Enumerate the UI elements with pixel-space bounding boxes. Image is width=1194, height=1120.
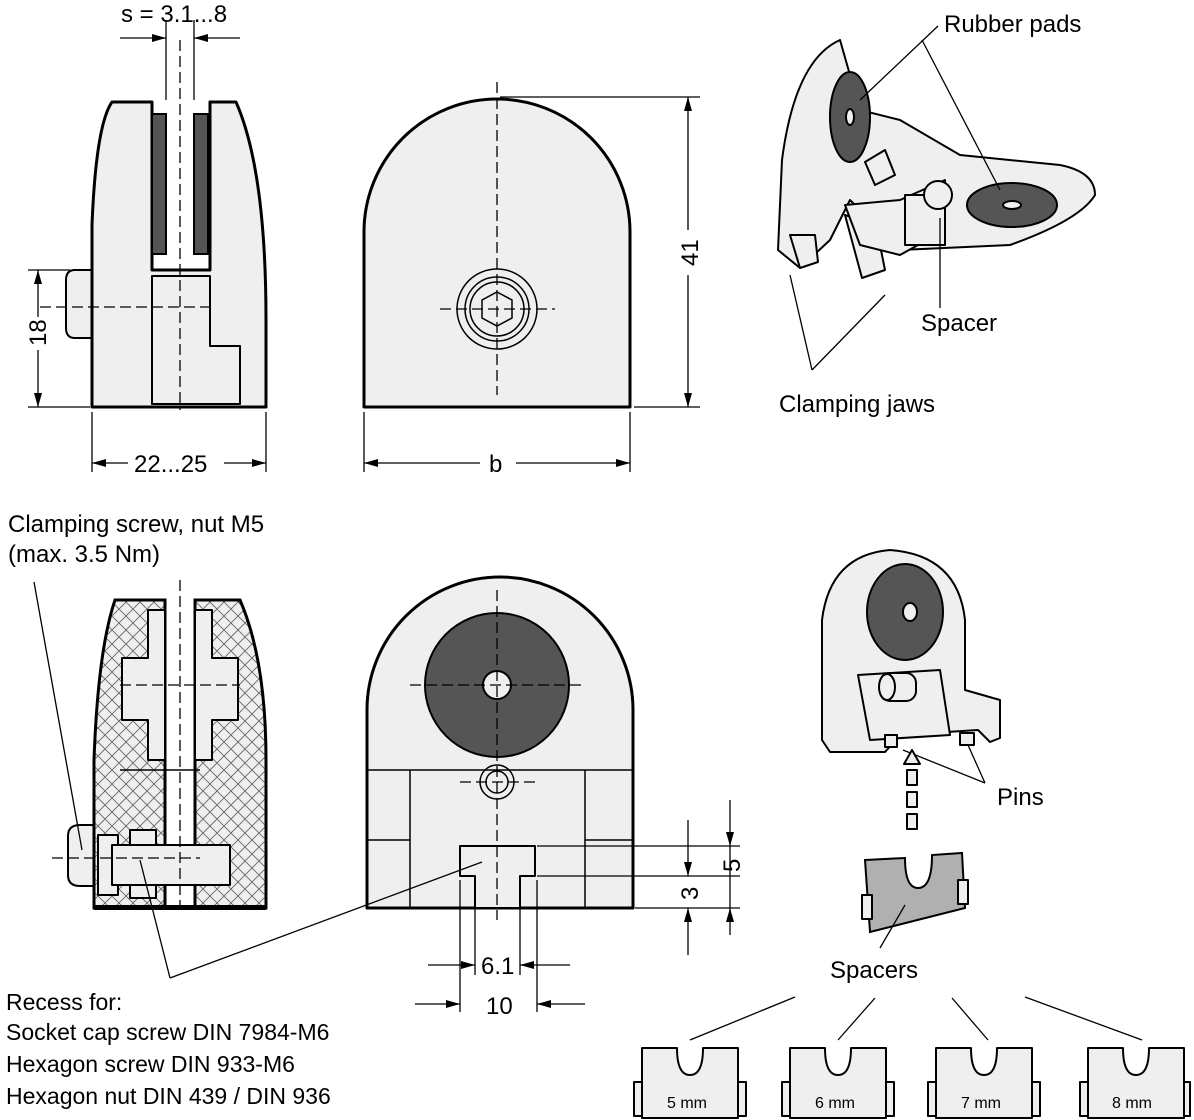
- clamping-screw-label-2: (max. 3.5 Nm): [8, 541, 160, 568]
- recess-label-4: Hexagon nut DIN 439 / DIN 936: [6, 1083, 331, 1109]
- clamping-jaws-label: Clamping jaws: [779, 391, 935, 418]
- isometric-clamp: [777, 39, 1096, 279]
- clamping-screw-callout: Clamping screw, nut M5 (max. 3.5 Nm): [8, 511, 264, 851]
- height-41-dimension: 41: [500, 96, 704, 408]
- side-view: [40, 40, 268, 410]
- spacer-part: Spacers: [689, 851, 1143, 1041]
- spacer-7mm-label: 7 mm: [961, 1095, 1001, 1112]
- depth-dimension: 22...25: [91, 412, 267, 478]
- pins-label: Pins: [997, 784, 1044, 811]
- dim-10-label: 10: [486, 993, 513, 1020]
- top-right-callouts: Rubber pads Spacer Clamping jaws: [779, 11, 1081, 418]
- gap-dimension: s = 3.1...8: [120, 1, 240, 100]
- spacer-8mm: 8 mm: [1079, 1047, 1191, 1119]
- spacer-8mm-label: 8 mm: [1112, 1095, 1152, 1112]
- rubber-pads-label: Rubber pads: [944, 11, 1081, 38]
- spacer-6mm-label: 6 mm: [815, 1095, 855, 1112]
- spacer-7mm: 7 mm: [927, 1047, 1041, 1119]
- jaw-with-pins: Pins: [821, 549, 1044, 830]
- recess-callout: Recess for: Socket cap screw DIN 7984-M6…: [6, 859, 483, 1109]
- section-view: [52, 580, 268, 910]
- height-18-dimension: 18: [25, 269, 90, 408]
- recess-label-2: Socket cap screw DIN 7984-M6: [6, 1019, 329, 1045]
- recess-label-3: Hexagon screw DIN 933-M6: [6, 1051, 295, 1077]
- clamping-screw-label-1: Clamping screw, nut M5: [8, 511, 264, 538]
- rear-view-dimensions: 5 3 6.1 10: [415, 800, 746, 1020]
- height-18-label: 18: [25, 319, 52, 346]
- dim-3-label: 3: [677, 887, 704, 900]
- spacer-6mm: 6 mm: [781, 1047, 895, 1119]
- spacer-set: 5 mm 6 mm 7 mm 8 mm: [633, 1047, 1191, 1119]
- front-view: [362, 82, 632, 409]
- rear-view: [365, 575, 635, 920]
- dim-5-label: 5: [719, 859, 746, 872]
- spacers-label: Spacers: [830, 957, 918, 984]
- spacer-5mm: 5 mm: [633, 1047, 747, 1119]
- dim-61-label: 6.1: [481, 953, 514, 980]
- gap-dim-label: s = 3.1...8: [121, 1, 227, 28]
- spacer-label: Spacer: [921, 310, 997, 337]
- depth-dim-label: 22...25: [134, 451, 207, 478]
- width-b-label: b: [489, 451, 502, 478]
- recess-label-1: Recess for:: [6, 989, 122, 1015]
- width-b-dimension: b: [363, 412, 631, 478]
- spacer-5mm-label: 5 mm: [667, 1095, 707, 1112]
- height-41-label: 41: [677, 239, 704, 266]
